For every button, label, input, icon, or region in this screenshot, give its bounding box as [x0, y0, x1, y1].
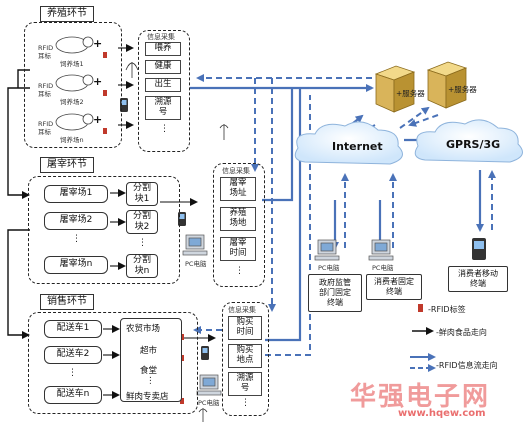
- reader-icon-breeding: [125, 62, 139, 78]
- outlet-label: 鲜肉专卖店: [126, 392, 169, 402]
- slaughterhouse: 屠宰场1: [44, 185, 108, 203]
- farm-label: 饲养场1: [60, 60, 84, 68]
- pig-icon: [55, 36, 94, 131]
- ellipsis: ⋮: [160, 124, 169, 134]
- pc-label: PC电脑: [372, 264, 394, 272]
- gov-terminal: 政府监管 部门固定 终端: [308, 274, 362, 312]
- sales-group: [28, 312, 198, 414]
- outlet-label: 农贸市场: [126, 324, 161, 334]
- delivery-vehicle: 配送车n: [44, 386, 102, 404]
- server-icon-1: [374, 65, 416, 113]
- outlets-box: [120, 318, 182, 402]
- info-item: 购买 地点: [228, 344, 262, 368]
- ellipsis: ⋮: [241, 398, 250, 408]
- cut-block: 分割 块1: [126, 182, 158, 206]
- legend-rfid: -RFID标签: [428, 305, 466, 314]
- legend-meat-flow: -鲜肉食品走向: [436, 328, 487, 337]
- sales-section-title: 销售环节: [40, 294, 94, 310]
- consumer-fixed-terminal: 消费者固定 终端: [366, 274, 422, 300]
- info-item: 健康: [145, 60, 181, 74]
- rfid-tag-label: RFID 耳标: [38, 82, 54, 98]
- breeding-section-title: 养殖环节: [40, 6, 94, 22]
- sales-info-panel: [222, 302, 269, 416]
- internet-cloud: [294, 121, 403, 165]
- consumer-mobile-terminal: 消费者移动 终端: [448, 266, 508, 292]
- info-item: 养殖 场地: [220, 207, 256, 231]
- server-icon-2: [426, 61, 468, 109]
- info-item: 购买 时间: [228, 316, 262, 340]
- server-label-2: +服务器: [448, 85, 477, 94]
- slaughter-section-title: 屠宰环节: [40, 157, 94, 173]
- watermark: 华强电子网: [350, 382, 491, 412]
- slaughterhouse: 屠宰场2: [44, 212, 108, 230]
- pc-label: PC电脑: [198, 399, 220, 407]
- ellipsis: ⋮: [68, 368, 77, 378]
- farm-label: 饲养场n: [60, 136, 84, 144]
- slaughter-info-panel: [213, 163, 265, 287]
- info-item: 溯源 号: [145, 96, 181, 120]
- delivery-vehicle: 配送车1: [44, 320, 102, 338]
- outlet-label: 超市: [140, 346, 158, 356]
- info-item: 喂养: [145, 42, 181, 56]
- cut-block: 分割 块n: [126, 254, 158, 278]
- pc-icon-gov: [314, 239, 340, 261]
- slaughterhouse: 屠宰场n: [44, 256, 108, 274]
- phone-icon-breeding: [120, 98, 128, 112]
- meat-flow-connector: [7, 69, 30, 339]
- breeding-info-panel: [138, 30, 190, 152]
- gprs-label: GPRS/3G: [446, 138, 501, 151]
- breeding-farm-group: [24, 22, 122, 148]
- rfid-tag-label: RFID 耳标: [38, 120, 54, 136]
- cut-block: 分割 块2: [126, 210, 158, 234]
- legend-rfid-icon: [418, 304, 423, 312]
- ellipsis: ⋮: [72, 234, 81, 244]
- legend-info-flow: -RFID信息流走向: [436, 361, 498, 370]
- pc-icon-sales: [196, 374, 222, 396]
- pc-label: PC电脑: [318, 264, 340, 272]
- server-label-1: +服务器: [396, 89, 425, 98]
- pc-icon-slaughter: [182, 234, 208, 256]
- phone-icon-slaughter: [178, 212, 186, 226]
- delivery-vehicle: 配送车2: [44, 346, 102, 364]
- info-title: 信息采集: [222, 167, 250, 175]
- ellipsis: ⋮: [235, 266, 244, 276]
- plus-sign: +: [93, 75, 103, 88]
- watermark-url: www.hqew.com: [398, 408, 486, 419]
- internet-label: Internet: [332, 140, 383, 153]
- reader-icon-slaughter: [219, 124, 229, 140]
- info-title: 信息采集: [147, 33, 175, 41]
- phone-icon-consumer: [472, 238, 486, 260]
- rfid-tag-label: RFID 耳标: [38, 44, 54, 60]
- reader-icon-sales: [198, 408, 208, 422]
- info-item: 屠宰 时间: [220, 237, 256, 261]
- gprs-cloud: [414, 119, 523, 163]
- farm-label: 饲养场2: [60, 98, 84, 106]
- ellipsis: ⋮: [138, 238, 147, 248]
- pc-label: PC电脑: [185, 260, 207, 268]
- outlet-label: 食堂: [140, 366, 158, 376]
- info-item: 溯源 号: [228, 372, 262, 396]
- info-item: 出生: [145, 78, 181, 92]
- ellipsis: ⋮: [146, 376, 155, 386]
- plus-sign: +: [93, 113, 103, 126]
- info-title: 信息采集: [228, 306, 256, 314]
- plus-sign: +: [93, 37, 103, 50]
- phone-icon-sales: [201, 346, 209, 360]
- info-item: 屠宰 场址: [220, 177, 256, 201]
- pc-icon-consumer: [368, 239, 394, 261]
- slaughter-group: [28, 176, 180, 284]
